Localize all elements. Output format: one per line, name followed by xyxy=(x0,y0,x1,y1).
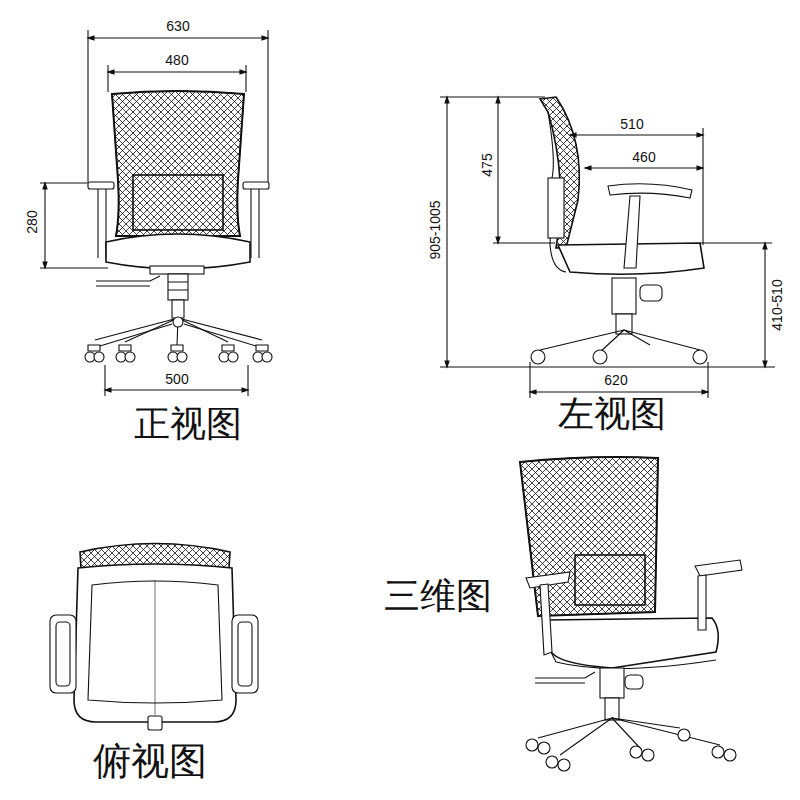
view-caption: 正视图 xyxy=(134,404,242,444)
dimension-label: 410-510 xyxy=(770,277,785,332)
dimension-label: 460 xyxy=(630,150,657,165)
dimension-label: 480 xyxy=(163,53,190,68)
dimension-label: 630 xyxy=(164,19,191,34)
dimension-label: 620 xyxy=(602,373,629,388)
view-caption: 三维图 xyxy=(384,576,492,616)
view-caption: 俯视图 xyxy=(93,741,207,783)
dimension-label: 510 xyxy=(618,117,645,132)
dimension-label: 500 xyxy=(163,372,190,387)
dimension-label: 475 xyxy=(480,151,495,178)
view-caption: 左视图 xyxy=(558,394,666,434)
dimension-label: 905-1005 xyxy=(428,198,443,261)
dimension-label: 280 xyxy=(25,208,40,235)
